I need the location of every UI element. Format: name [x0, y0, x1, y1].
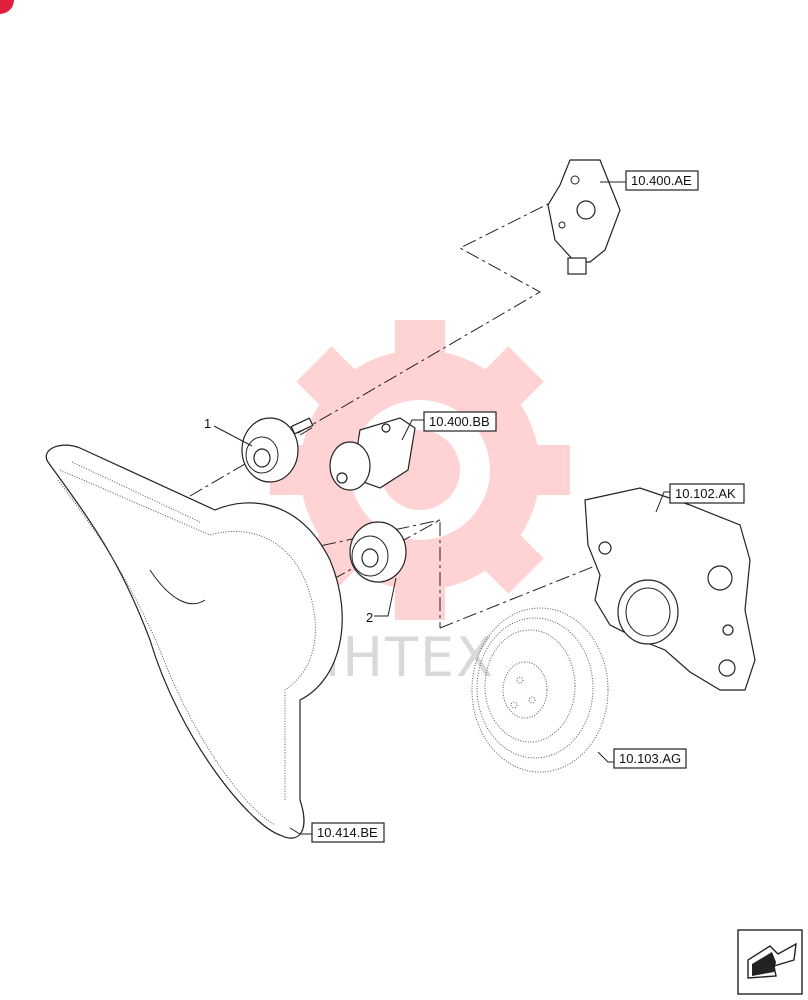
serpentine-belt [45, 444, 343, 839]
leader-line-2 [374, 577, 397, 617]
thermostat-housing [329, 417, 416, 491]
leader-line-1 [213, 425, 253, 447]
next-page-arrow-icon[interactable] [737, 929, 803, 995]
leader-thermostat [401, 419, 424, 441]
ref-box-flywheel[interactable] [613, 748, 687, 769]
ref-label-pump[interactable]: 10.400.AE [631, 173, 692, 188]
ref-label-thermostat[interactable]: 10.400.BB [429, 414, 490, 429]
corner-mark-icon [0, 0, 14, 14]
leader-timing-cover [655, 491, 670, 513]
idler-pulley [241, 417, 314, 483]
ref-box-timing-cover[interactable] [669, 483, 745, 504]
item-number-1: 1 [204, 416, 211, 431]
ref-box-belt[interactable] [311, 822, 385, 843]
item-number-2: 2 [366, 610, 373, 625]
timing-cover [584, 487, 756, 691]
ref-label-belt[interactable]: 10.414.BE [317, 825, 378, 840]
ref-box-thermostat[interactable] [423, 411, 497, 432]
ref-label-timing-cover[interactable]: 10.102.AK [675, 486, 736, 501]
tensioner-pulley [349, 521, 407, 583]
flywheel [471, 607, 609, 773]
leader-belt [289, 827, 312, 835]
ref-label-flywheel[interactable]: 10.103.AG [619, 751, 681, 766]
water-pump [547, 159, 621, 275]
ref-box-pump[interactable] [625, 170, 699, 191]
leader-flywheel [597, 751, 614, 763]
